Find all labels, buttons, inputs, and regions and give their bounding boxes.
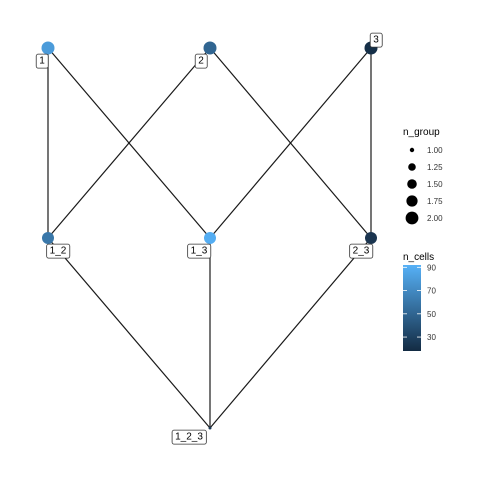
node-label-1_2_3: 1_2_3 [171, 429, 207, 445]
node-label-2: 2 [194, 53, 208, 69]
node-label-text-1_3: 1_3 [191, 246, 208, 257]
node-point-1_3 [204, 232, 216, 244]
size-legend-key-4 [405, 211, 419, 225]
node-point-2_3 [365, 232, 377, 244]
node-label-box-1_2 [46, 243, 71, 259]
edge-3-to-1_3 [209, 47, 372, 239]
node-label-2_3: 2_3 [349, 243, 374, 259]
color-legend: n_cells 90 70 50 30 [403, 252, 436, 351]
node-label-3: 3 [369, 32, 383, 48]
size-legend: n_group 1.00 1.25 1.50 1.75 2.00 [403, 127, 443, 225]
edges-layer [47, 47, 372, 429]
node-label-text-1: 1 [39, 56, 45, 67]
node-label-box-3 [369, 32, 383, 48]
node-point-1_2 [42, 232, 54, 244]
node-label-text-2: 2 [198, 56, 204, 67]
node-label-box-1_3 [187, 243, 212, 259]
size-legend-key-0 [409, 147, 415, 153]
size-legend-label-3: 1.75 [427, 197, 443, 206]
size-legend-key-1 [408, 163, 416, 171]
color-legend-bar [403, 265, 421, 351]
color-legend-title: n_cells [403, 252, 434, 263]
size-legend-label-2: 1.50 [427, 180, 443, 189]
node-label-1_3: 1_3 [187, 243, 212, 259]
size-legend-label-0: 1.00 [427, 146, 443, 155]
node-label-text-3: 3 [373, 35, 379, 46]
node-label-box-1 [35, 53, 49, 69]
size-legend-key-3 [406, 195, 418, 207]
points-layer [41, 41, 378, 430]
size-legend-key-2 [407, 179, 417, 189]
node-label-text-1_2_3: 1_2_3 [175, 432, 203, 443]
node-point-2 [203, 41, 217, 55]
node-label-box-2_3 [349, 243, 374, 259]
edge-2-to-1_2 [47, 47, 211, 239]
node-point-1 [41, 41, 55, 55]
edge-2_3-to-1_2_3 [209, 237, 372, 429]
node-label-box-2 [194, 53, 208, 69]
node-label-text-2_3: 2_3 [353, 246, 370, 257]
edge-1_2-to-1_2_3 [47, 237, 211, 429]
size-legend-label-1: 1.25 [427, 163, 443, 172]
node-point-1_2_3 [208, 426, 212, 430]
node-label-box-1_2_3 [171, 429, 207, 445]
node-label-text-1_2: 1_2 [50, 246, 67, 257]
node-label-1_2: 1_2 [46, 243, 71, 259]
color-legend-label-1: 70 [427, 287, 436, 296]
color-legend-ticks: 90 70 50 30 [403, 263, 436, 342]
color-legend-label-0: 90 [427, 263, 436, 272]
node-label-1: 1 [35, 53, 49, 69]
labels-layer: 1 2 3 1_2 1_3 2_3 1_2_3 [35, 32, 383, 445]
size-legend-title: n_group [403, 127, 440, 138]
size-legend-label-4: 2.00 [427, 214, 443, 223]
size-legend-entries: 1.00 1.25 1.50 1.75 2.00 [405, 146, 443, 225]
color-legend-label-3: 30 [427, 333, 436, 342]
color-legend-label-2: 50 [427, 310, 436, 319]
